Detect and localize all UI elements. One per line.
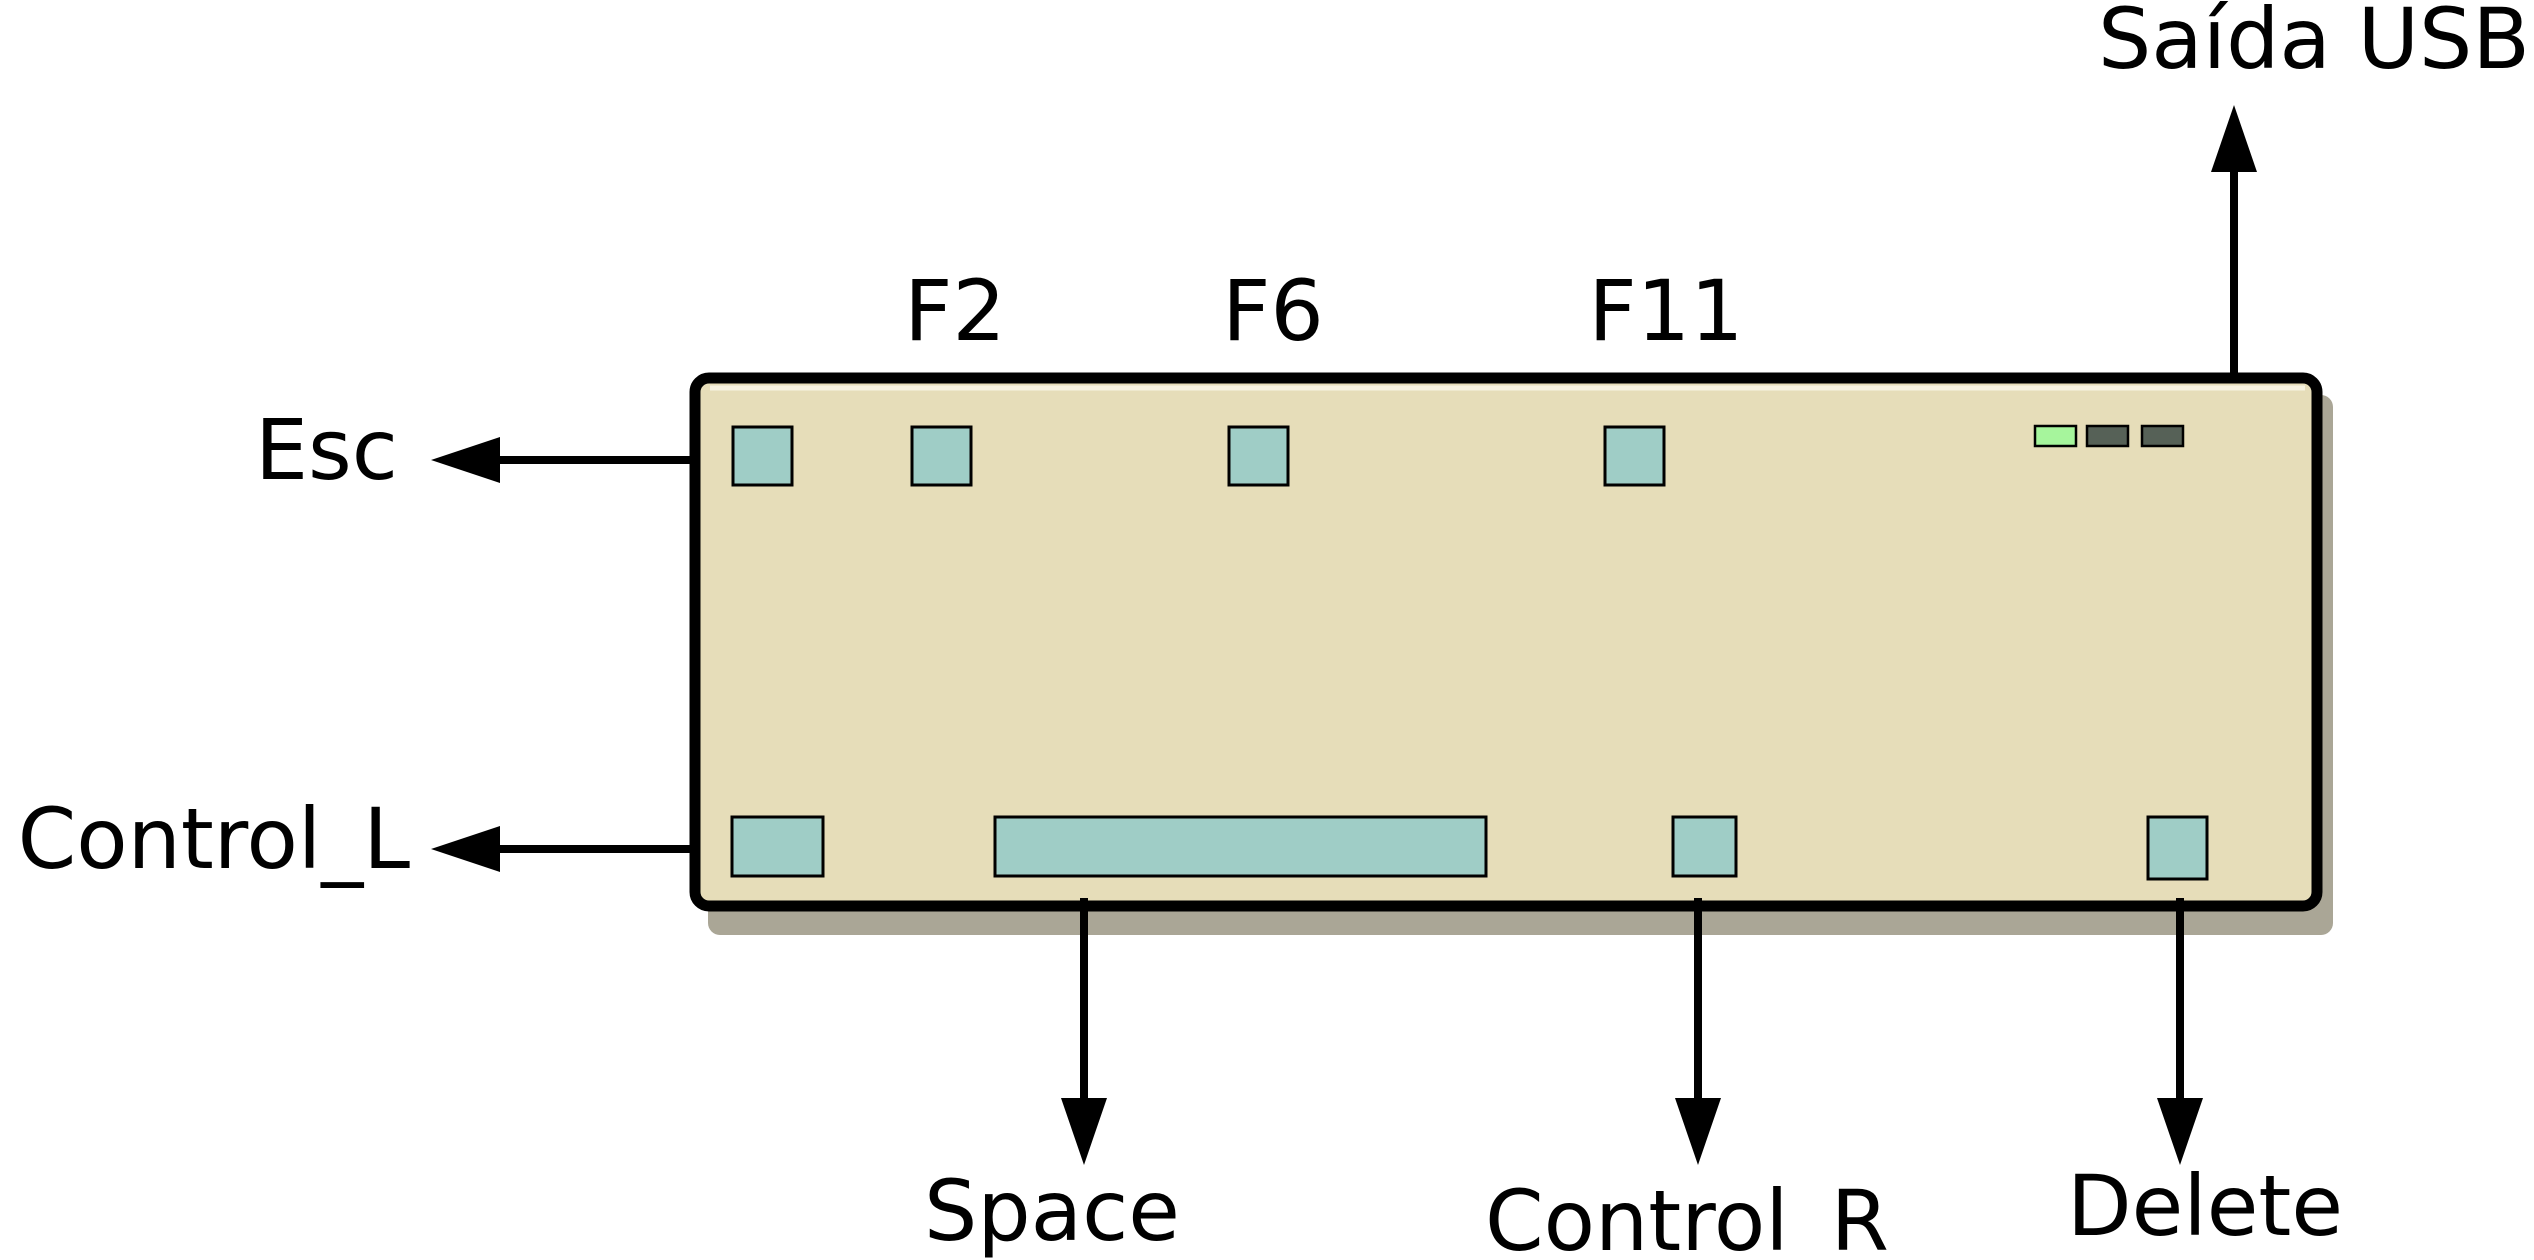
key-f2	[910, 425, 973, 487]
label-control-l: Control_L	[18, 790, 411, 888]
label-delete: Delete	[2067, 1157, 2343, 1255]
label-esc: Esc	[255, 401, 398, 499]
key-esc	[731, 425, 794, 487]
label-control-r: Control_R	[1485, 1172, 1889, 1260]
key-space	[993, 815, 1488, 878]
led-indicator	[2140, 424, 2185, 448]
control-l-arrowhead	[431, 826, 500, 872]
key-f6	[1227, 425, 1290, 487]
key-control-r	[1671, 815, 1738, 878]
usb-arrowhead	[2211, 105, 2257, 172]
label-f11: F11	[1588, 262, 1743, 360]
label-f2: F2	[904, 262, 1006, 360]
key-f11	[1603, 425, 1666, 487]
label-f6: F6	[1222, 262, 1324, 360]
control-r-arrowhead	[1675, 1098, 1721, 1165]
key-delete	[2146, 815, 2209, 881]
key-control-l	[730, 815, 825, 878]
label-space: Space	[924, 1162, 1180, 1260]
esc-arrowhead	[431, 437, 500, 483]
keyboard-body	[689, 372, 2323, 912]
led-indicator	[2033, 424, 2078, 448]
label-usb: Saída USB	[2098, 0, 2530, 88]
delete-arrowhead	[2157, 1098, 2203, 1165]
space-arrowhead	[1061, 1098, 1107, 1165]
led-indicator	[2085, 424, 2130, 448]
